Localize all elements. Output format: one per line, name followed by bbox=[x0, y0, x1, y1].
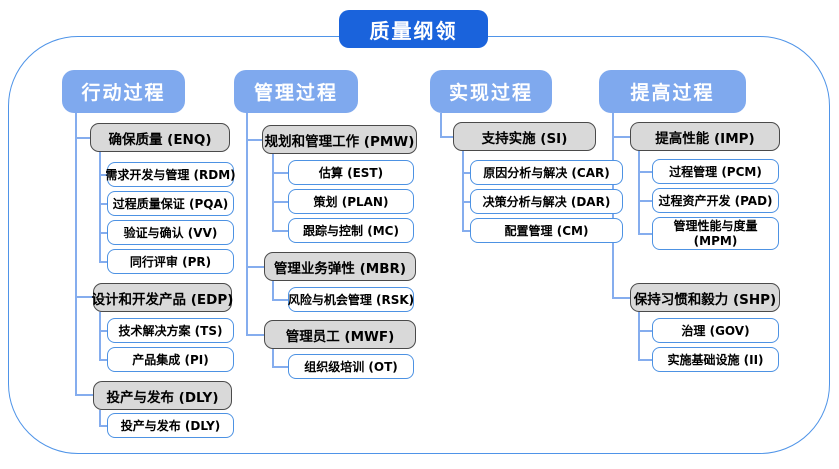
connector-line bbox=[99, 312, 101, 360]
connector-line bbox=[272, 349, 274, 367]
group-box-shp: 保持习惯和毅力 (SHP) bbox=[630, 283, 780, 312]
connector-line bbox=[99, 152, 101, 262]
connector-line bbox=[99, 261, 107, 263]
connector-line bbox=[638, 151, 640, 234]
leaf-box-rdm: 需求开发与管理 (RDM) bbox=[105, 162, 236, 187]
connector-line bbox=[75, 113, 77, 395]
column-header-action: 行动过程 bbox=[62, 70, 185, 113]
group-box-enq: 确保质量 (ENQ) bbox=[90, 123, 230, 152]
leaf-box-rsk: 风险与机会管理 (RSK) bbox=[288, 287, 414, 312]
connector-line bbox=[638, 200, 652, 202]
leaf-box-dar: 决策分析与解决 (DAR) bbox=[470, 189, 623, 214]
connector-line bbox=[99, 425, 107, 427]
connector-line bbox=[99, 203, 107, 205]
connector-line bbox=[246, 139, 262, 141]
connector-line bbox=[246, 266, 264, 268]
connector-line bbox=[75, 296, 93, 298]
leaf-box-mpm: 管理性能与度量 (MPM) bbox=[652, 217, 779, 250]
connector-line bbox=[246, 334, 264, 336]
leaf-box-mc: 跟踪与控制 (MC) bbox=[288, 218, 414, 243]
connector-line bbox=[440, 136, 453, 138]
connector-line bbox=[612, 136, 630, 138]
connector-line bbox=[638, 359, 652, 361]
connector-line bbox=[462, 172, 470, 174]
diagram-title: 质量纲领 bbox=[339, 10, 488, 48]
leaf-box-pcm: 过程管理 (PCM) bbox=[652, 159, 779, 184]
column-header-implementation: 实现过程 bbox=[430, 70, 552, 113]
connector-line bbox=[638, 171, 652, 173]
leaf-box-gov: 治理 (GOV) bbox=[652, 318, 779, 343]
connector-line bbox=[272, 154, 274, 231]
group-box-si: 支持实施 (SI) bbox=[453, 122, 596, 151]
group-box-mwf: 管理员工 (MWF) bbox=[264, 320, 416, 349]
leaf-box-est: 估算 (EST) bbox=[288, 160, 414, 185]
connector-line bbox=[272, 299, 288, 301]
group-box-edp: 设计和开发产品 (EDP) bbox=[92, 283, 233, 312]
leaf-box-pi: 产品集成 (PI) bbox=[107, 347, 234, 372]
connector-line bbox=[272, 201, 288, 203]
group-box-pmw: 规划和管理工作 (PMW) bbox=[262, 125, 417, 154]
connector-line bbox=[246, 113, 248, 335]
connector-line bbox=[462, 230, 470, 232]
connector-line bbox=[99, 232, 107, 234]
leaf-box-pad: 过程资产开发 (PAD) bbox=[652, 188, 779, 213]
leaf-box-plan: 策划 (PLAN) bbox=[288, 189, 414, 214]
leaf-box-car: 原因分析与解决 (CAR) bbox=[470, 160, 623, 185]
connector-line bbox=[440, 113, 442, 137]
group-box-imp: 提高性能 (IMP) bbox=[630, 122, 780, 151]
connector-line bbox=[638, 330, 652, 332]
leaf-box-cm: 配置管理 (CM) bbox=[470, 218, 623, 243]
connector-line bbox=[99, 359, 107, 361]
connector-line bbox=[272, 230, 288, 232]
connector-line bbox=[272, 366, 288, 368]
group-box-dly: 投产与发布 (DLY) bbox=[93, 381, 232, 410]
connector-line bbox=[272, 281, 274, 300]
leaf-box-pqa: 过程质量保证 (PQA) bbox=[107, 191, 234, 216]
leaf-box-ts: 技术解决方案 (TS) bbox=[107, 318, 234, 343]
connector-line bbox=[75, 137, 90, 139]
column-header-management: 管理过程 bbox=[234, 70, 358, 113]
connector-line bbox=[638, 312, 640, 360]
connector-line bbox=[99, 330, 107, 332]
connector-line bbox=[272, 172, 288, 174]
connector-line bbox=[612, 297, 630, 299]
leaf-box-pr: 同行评审 (PR) bbox=[107, 249, 234, 274]
leaf-box-ii: 实施基础设施 (II) bbox=[652, 347, 779, 372]
group-box-mbr: 管理业务弹性 (MBR) bbox=[264, 252, 416, 281]
leaf-box-vv: 验证与确认 (VV) bbox=[107, 220, 234, 245]
leaf-box-ot: 组织级培训 (OT) bbox=[288, 354, 414, 379]
connector-line bbox=[99, 410, 101, 426]
connector-line bbox=[462, 151, 464, 231]
connector-line bbox=[75, 394, 93, 396]
connector-line bbox=[638, 233, 652, 235]
column-header-improvement: 提高过程 bbox=[599, 70, 746, 113]
leaf-box-dly: 投产与发布 (DLY) bbox=[107, 413, 234, 438]
connector-line bbox=[99, 174, 107, 176]
connector-line bbox=[462, 201, 470, 203]
